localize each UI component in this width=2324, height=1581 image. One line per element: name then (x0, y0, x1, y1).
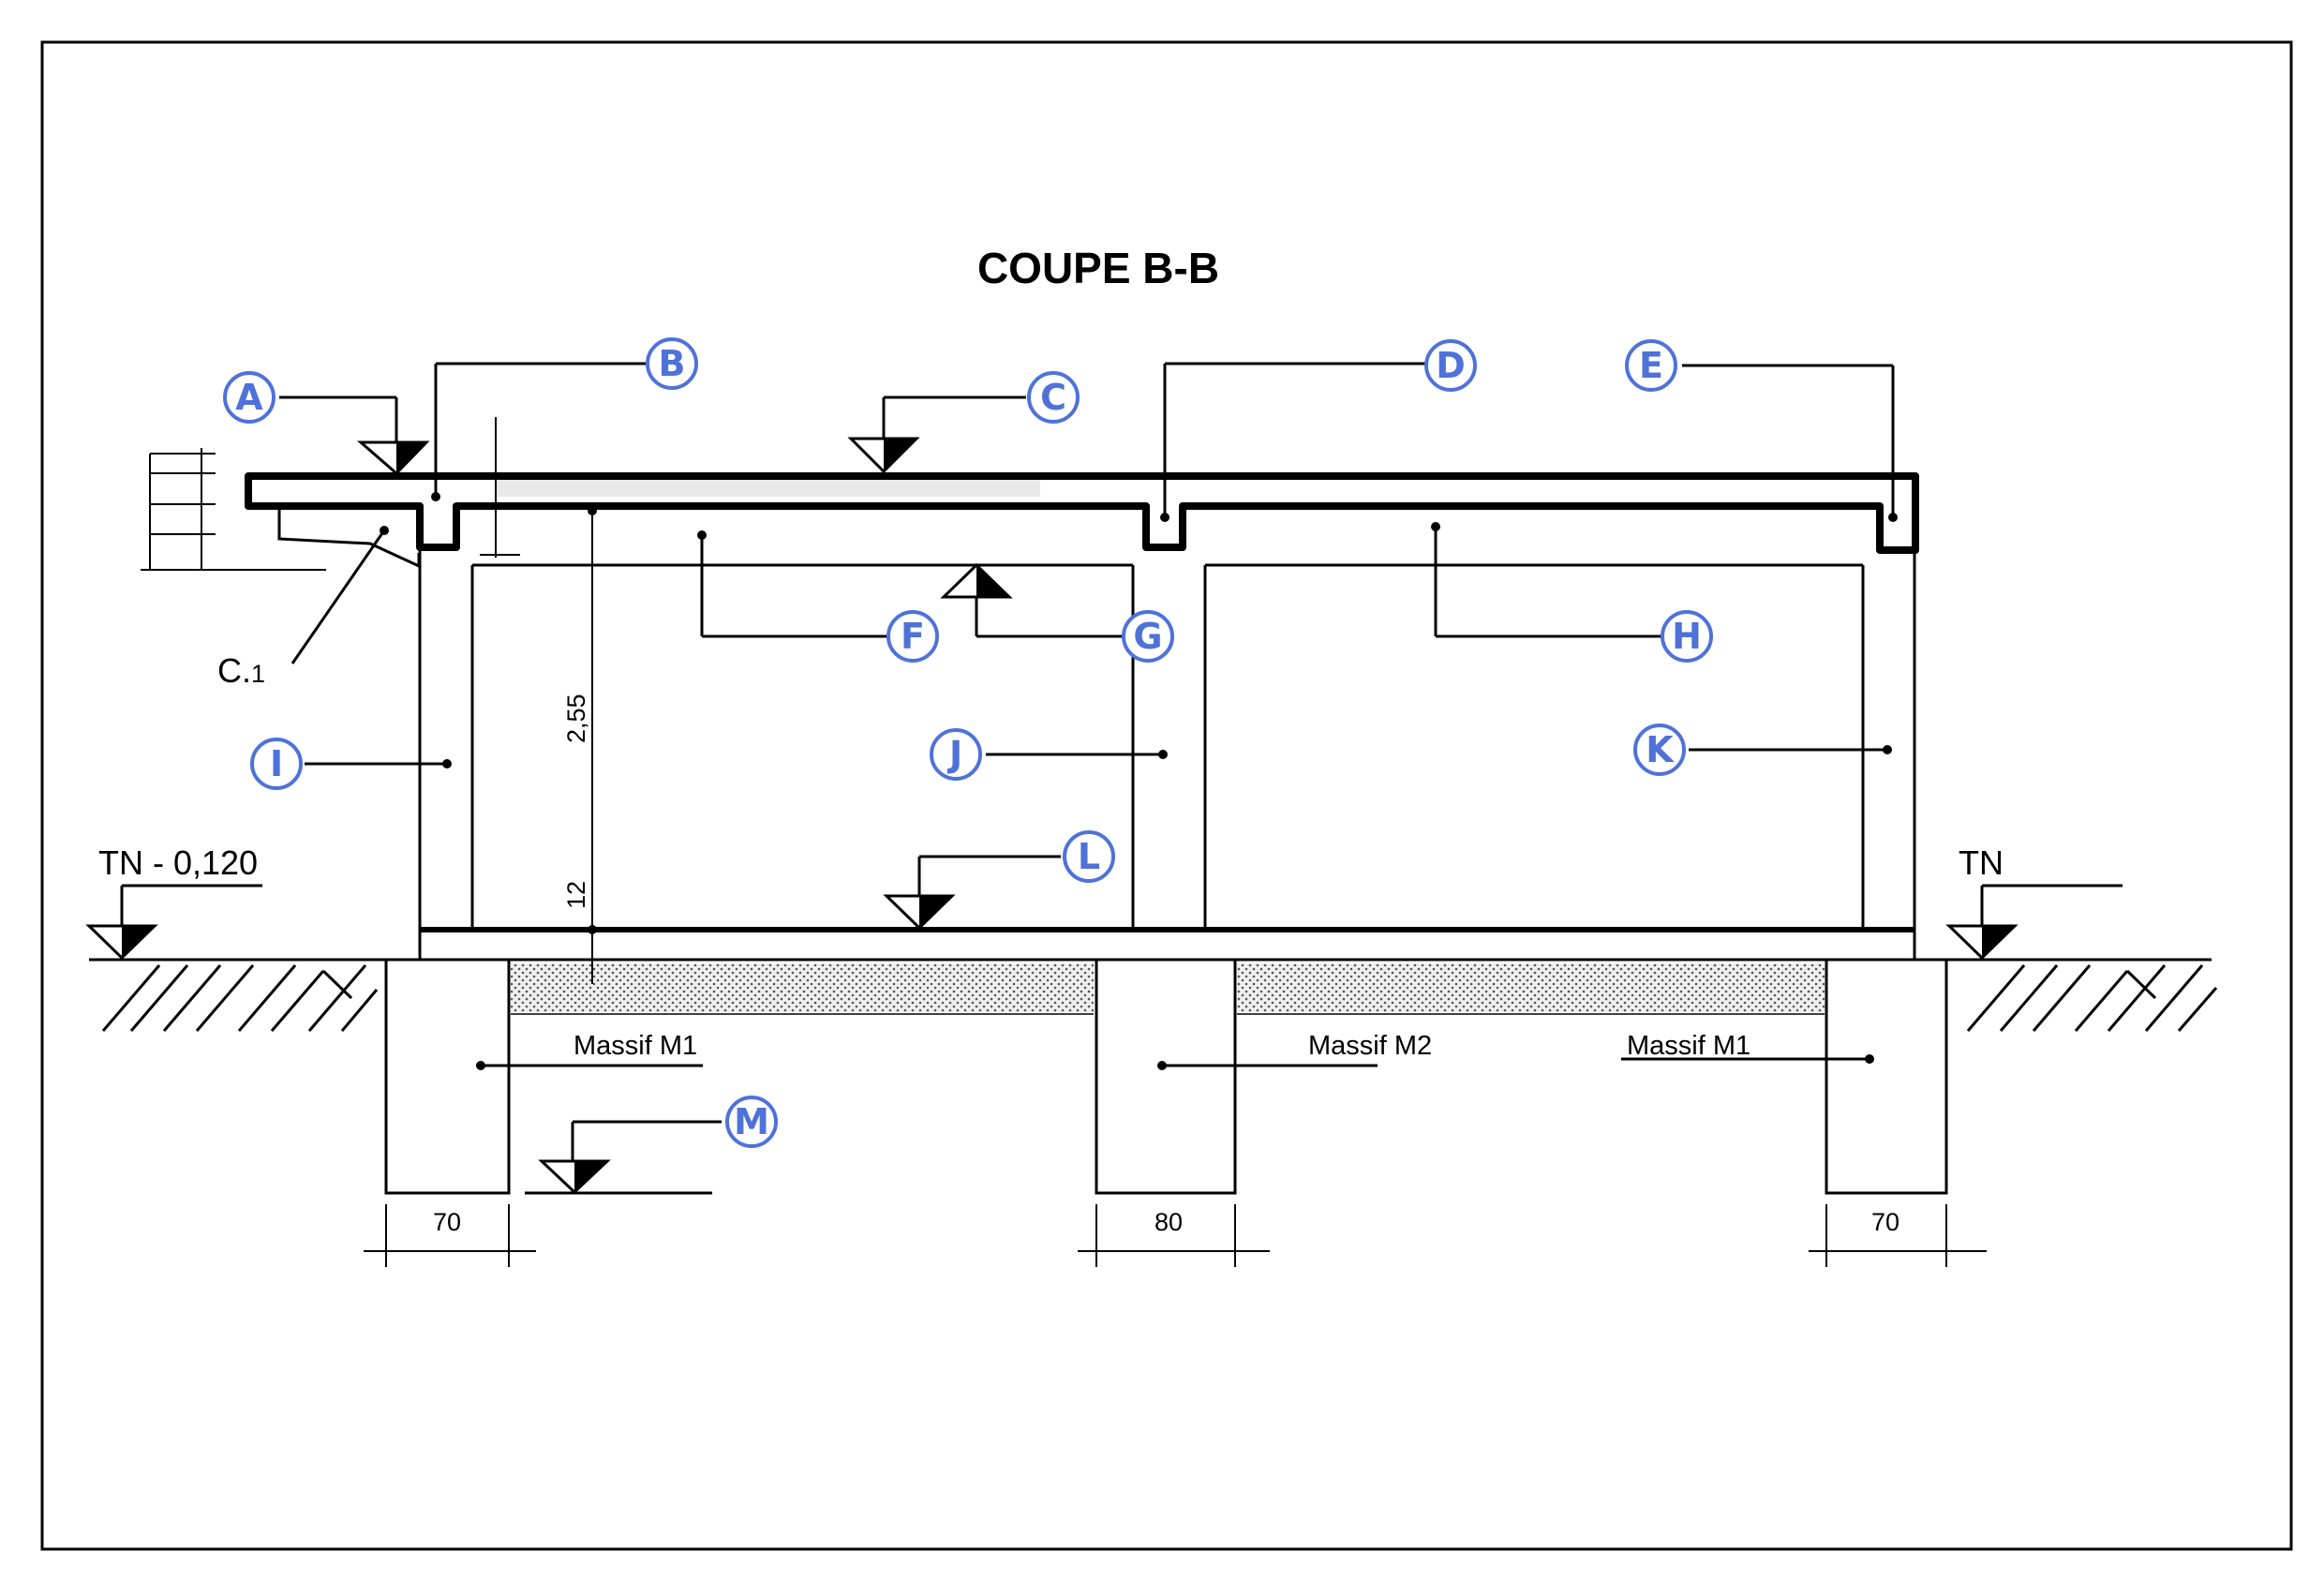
leader-lines (290, 362, 1895, 1067)
svg-text:C: C (1040, 377, 1066, 418)
callout-k: K (1633, 723, 1686, 776)
level-marker-tn-left (85, 884, 262, 961)
callout-i: I (250, 738, 303, 790)
level-marker-c (847, 395, 1026, 474)
massif-center-label: Massif M2 (1308, 1031, 1432, 1061)
callout-a: A (223, 371, 276, 424)
roof-slab (245, 472, 1919, 568)
footing-dimensions (364, 1204, 1987, 1267)
callout-d: D (1424, 339, 1477, 392)
slab-thickness-dim (480, 417, 520, 558)
callout-e: E (1625, 339, 1677, 392)
footing-center-width: 80 (1155, 1208, 1183, 1236)
walls (418, 551, 1916, 930)
svg-text:I: I (270, 743, 283, 784)
svg-text:H: H (1672, 616, 1702, 657)
level-marker-a (279, 395, 430, 476)
svg-text:G: G (1133, 616, 1162, 657)
wall-height-dimension: 2,55 (562, 694, 590, 743)
svg-text:L: L (1078, 836, 1100, 877)
massif-left-label: Massif M1 (574, 1031, 697, 1061)
svg-text:D: D (1436, 345, 1466, 386)
c1-label: C.1 (217, 651, 265, 690)
leader-dots (380, 492, 1898, 1070)
svg-text:F: F (901, 616, 925, 657)
level-marker-tn-right (1945, 884, 2123, 961)
ground-slab (418, 927, 1916, 962)
gravel-fill-left (511, 963, 1094, 1012)
callout-j: J (930, 728, 982, 781)
drawing-frame (40, 40, 2293, 1551)
slab-thickness-dimension: 12 (562, 881, 590, 909)
svg-text:E: E (1639, 345, 1663, 386)
level-marker-g (940, 562, 1123, 638)
height-dimension (588, 506, 597, 984)
callout-b: B (646, 337, 698, 390)
svg-text:A: A (235, 377, 263, 418)
footing-left-width: 70 (433, 1208, 461, 1236)
tn-left-label: TN - 0,120 (98, 843, 258, 882)
callout-m: M (725, 1096, 778, 1148)
footings (384, 960, 1948, 1195)
drawing-title: COUPE B-B (977, 244, 1219, 292)
footing-right-width: 70 (1871, 1208, 1899, 1236)
callout-c: C (1027, 371, 1080, 424)
callout-f: F (886, 610, 939, 663)
soil-hatch-left (101, 964, 379, 1032)
callout-h: H (1661, 610, 1713, 663)
left-dimension-ticks (141, 448, 326, 571)
gravel-fill-right (1237, 963, 1825, 1012)
callout-g: G (1122, 610, 1174, 663)
svg-text:J: J (946, 734, 962, 775)
tn-right-label: TN (1959, 843, 2004, 882)
svg-text:K: K (1646, 729, 1675, 770)
level-marker-m (525, 1120, 722, 1195)
svg-text:B: B (659, 343, 686, 384)
soil-hatch-right (1966, 964, 2218, 1032)
level-marker-l (883, 855, 1061, 931)
massif-right-label: Massif M1 (1627, 1031, 1750, 1061)
svg-text:M: M (734, 1101, 769, 1142)
callout-l: L (1063, 830, 1115, 883)
